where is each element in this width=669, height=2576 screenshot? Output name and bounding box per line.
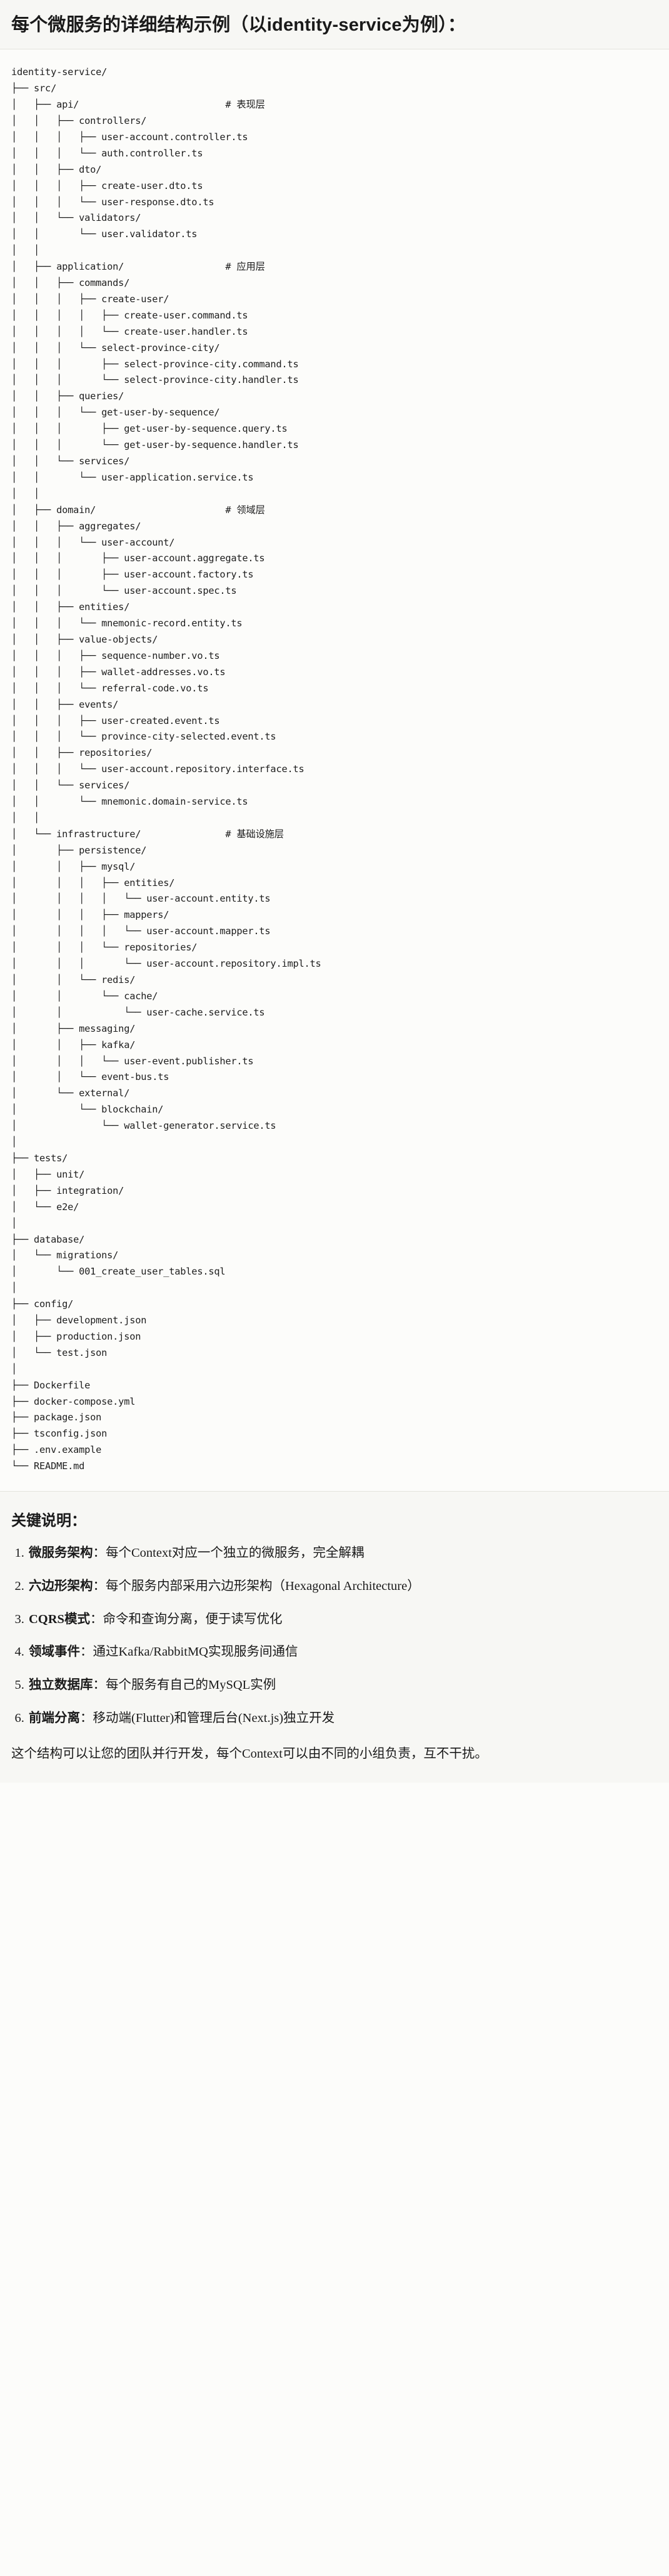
note-desc: ：命令和查询分离，便于读写优化 (89, 1612, 283, 1626)
page-root: 每个微服务的详细结构示例（以identity-service为例）： ident… (0, 0, 669, 1783)
key-notes-section: 关键说明： 微服务架构：每个Context对应一个独立的微服务，完全解耦 六边形… (0, 1492, 669, 1783)
list-item: 领域事件：通过Kafka/RabbitMQ实现服务间通信 (28, 1642, 658, 1662)
directory-tree-section: identity-service/ ├── src/ │ ├── api/ # … (0, 49, 669, 1492)
note-desc: ：每个Context对应一个独立的微服务，完全解耦 (93, 1546, 365, 1560)
note-desc: ：每个服务内部采用六边形架构（Hexagonal Architecture） (93, 1579, 420, 1593)
key-notes-heading: 关键说明： (11, 1512, 86, 1530)
list-item: 独立数据库：每个服务有自己的MySQL实例 (28, 1676, 658, 1695)
header-section: 每个微服务的详细结构示例（以identity-service为例）： (0, 0, 669, 50)
note-term: 领域事件 (29, 1645, 80, 1659)
page-title: 每个微服务的详细结构示例（以identity-service为例）： (11, 15, 466, 35)
note-term: 微服务架构 (29, 1546, 93, 1560)
list-item: 前端分离：移动端(Flutter)和管理后台(Next.js)独立开发 (28, 1709, 658, 1728)
closing-paragraph: 这个结构可以让您的团队并行开发，每个Context可以由不同的小组负责，互不干扰… (11, 1746, 488, 1761)
note-term: 独立数据库 (29, 1678, 93, 1693)
note-term: 六边形架构 (29, 1579, 93, 1593)
list-item: CQRS模式：命令和查询分离，便于读写优化 (28, 1610, 658, 1629)
note-term: CQRS模式 (29, 1612, 90, 1626)
list-item: 六边形架构：每个服务内部采用六边形架构（Hexagonal Architectu… (28, 1577, 658, 1596)
directory-tree: identity-service/ ├── src/ │ ├── api/ # … (11, 66, 321, 1472)
note-desc: ：通过Kafka/RabbitMQ实现服务间通信 (80, 1645, 298, 1659)
note-term: 前端分离 (29, 1711, 80, 1725)
note-desc: ：每个服务有自己的MySQL实例 (93, 1678, 276, 1693)
key-notes-list: 微服务架构：每个Context对应一个独立的微服务，完全解耦 六边形架构：每个服… (11, 1544, 658, 1728)
note-desc: ：移动端(Flutter)和管理后台(Next.js)独立开发 (80, 1711, 335, 1725)
list-item: 微服务架构：每个Context对应一个独立的微服务，完全解耦 (28, 1544, 658, 1563)
